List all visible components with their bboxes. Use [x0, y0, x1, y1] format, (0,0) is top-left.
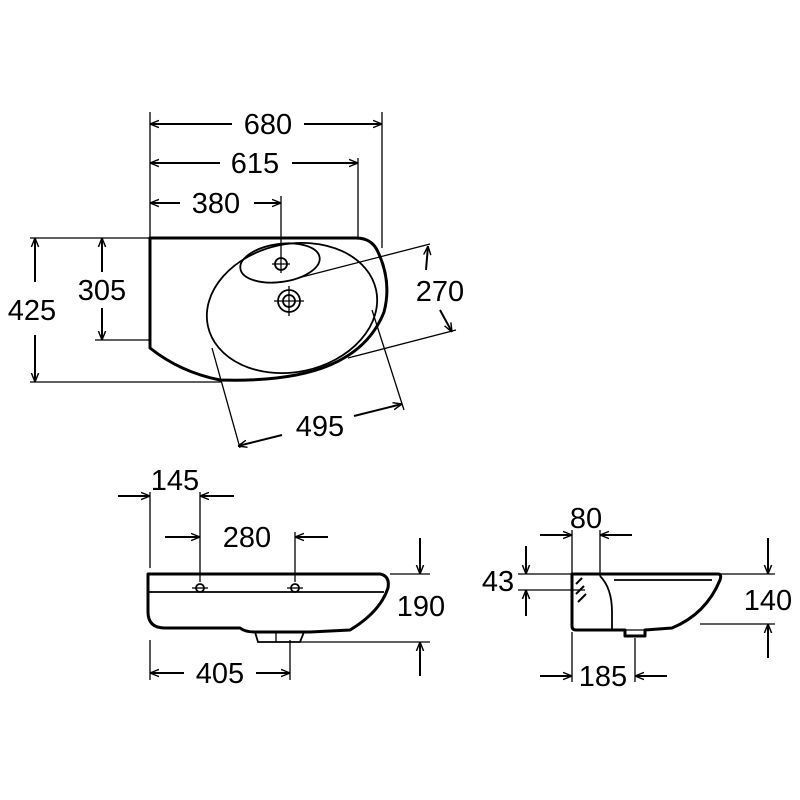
dim-280: 280	[223, 522, 271, 554]
basin-plan-outline	[148, 236, 389, 382]
dim-190: 190	[397, 591, 445, 623]
basin-side-outline	[570, 572, 723, 638]
front-view: 145 280 190 405	[118, 465, 445, 690]
dim-680: 680	[244, 109, 292, 141]
dim-80: 80	[570, 503, 602, 535]
dim-495: 495	[296, 411, 344, 443]
dim-305: 305	[78, 275, 126, 307]
drain-icon	[274, 286, 304, 316]
dim-140: 140	[744, 585, 792, 617]
basin-front-outline	[146, 572, 390, 634]
tap-deck	[239, 242, 321, 284]
dim-425: 425	[8, 295, 56, 327]
dim-43: 43	[482, 566, 514, 598]
dim-405: 405	[196, 658, 244, 690]
dim-380: 380	[192, 188, 240, 220]
tap-hole-icon	[272, 255, 290, 273]
dim-145: 145	[151, 465, 199, 497]
dim-270: 270	[416, 276, 464, 308]
bowl-outline	[205, 241, 379, 375]
dim-615: 615	[231, 148, 279, 180]
front-tap-hole-left-icon	[192, 583, 208, 593]
front-tap-hole-right-icon	[287, 583, 303, 593]
side-view: 80 43 140 185	[482, 503, 792, 693]
dim-185: 185	[579, 661, 627, 693]
top-view: 680 615 380 425 305 270 495	[8, 109, 464, 449]
